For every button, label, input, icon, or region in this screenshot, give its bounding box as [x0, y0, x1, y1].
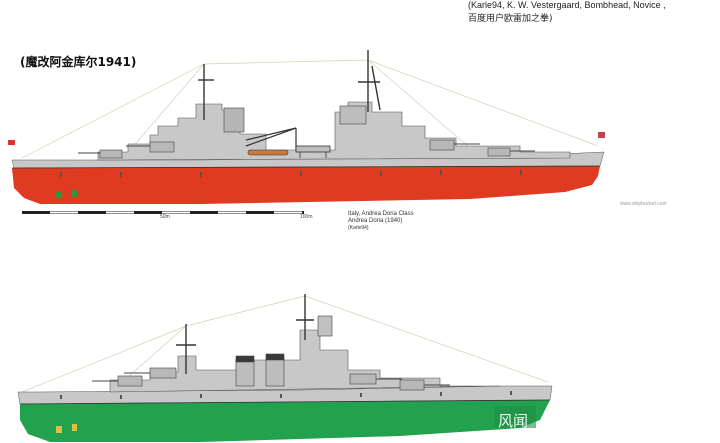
lower-hull-green — [20, 400, 550, 442]
upper-stern-flag — [8, 140, 15, 145]
lower-ship — [17, 294, 553, 442]
upper-ship — [8, 50, 605, 214]
upper-rigging — [21, 59, 599, 159]
lower-masts — [176, 294, 314, 374]
lower-funnels — [235, 353, 285, 387]
upper-turrets — [99, 139, 511, 159]
upper-guns — [78, 143, 535, 154]
upper-masts — [198, 50, 381, 120]
lower-bridge-tower — [317, 315, 333, 337]
credits-line-2: 百度用户欧雷加之拳) — [468, 14, 553, 24]
lower-guns — [92, 372, 450, 386]
caption-line-2: Andrea Doria (1940) — [348, 218, 403, 224]
scale-label-mid: 50m — [160, 214, 170, 220]
scale-label-end: 100m — [300, 214, 313, 220]
upper-propellers — [56, 190, 77, 198]
watermark-backdrop — [494, 406, 536, 428]
credits-line-1: (Karle94, K. W. Vestergaard, Bombhead, N… — [468, 0, 666, 10]
page-title: (魔改阿金库尔1941) — [20, 55, 137, 69]
upper-portholes — [60, 170, 522, 177]
upper-aircraft — [295, 145, 331, 158]
watermark-text: 风闻 — [498, 412, 529, 430]
lower-propellers — [56, 424, 77, 433]
upper-bow-flag — [598, 132, 605, 138]
upper-boat — [247, 149, 289, 156]
upper-hull-red — [12, 166, 600, 204]
lower-portholes — [60, 391, 512, 399]
upper-scale-bar — [22, 211, 304, 214]
caption-line-1: Italy, Andrea Doria Class — [348, 211, 414, 217]
lower-rigging — [21, 295, 549, 393]
caption-line-3: (Karle94) — [348, 225, 369, 231]
watermark-site-text: www.shipbucket.com — [620, 201, 667, 207]
